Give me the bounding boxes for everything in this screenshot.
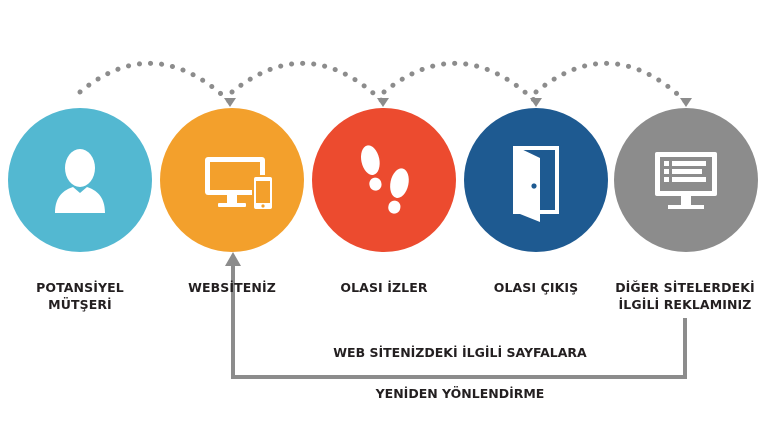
step-label-line2: İLGİLİ REKLAMINIZ bbox=[618, 297, 752, 312]
footprints-icon bbox=[360, 145, 409, 214]
dotted-arc-4-5 bbox=[533, 60, 689, 105]
circle-olasi-izler bbox=[312, 108, 456, 252]
step-label-line1: WEBSİTENİZ bbox=[188, 280, 276, 295]
step-label-line1: OLASI ÇIKIŞ bbox=[493, 280, 579, 295]
dotted-arcs bbox=[77, 60, 689, 105]
redirect-arrowhead bbox=[225, 252, 241, 266]
desktop-phone-icon bbox=[205, 157, 274, 211]
arc-arrowheads bbox=[224, 98, 692, 107]
redirect-connector bbox=[225, 252, 687, 379]
arc-arrowhead-3 bbox=[377, 98, 389, 107]
step-label-line1: DİĞER SİTELERDEKİ bbox=[615, 280, 755, 295]
redirect-label-line1: WEB SİTENİZDEKİ İLGİLİ SAYFALARA bbox=[333, 345, 587, 360]
step-label-line1: POTANSİYEL bbox=[36, 280, 124, 295]
step-label-olasi-cikis: OLASI ÇIKIŞ bbox=[456, 279, 616, 296]
dotted-arc-3-4 bbox=[381, 60, 539, 105]
door-icon bbox=[513, 146, 559, 222]
step-label-websiteniz: WEBSİTENİZ bbox=[152, 279, 312, 296]
step-label-diger-siteler: DİĞER SİTELERDEKİ İLGİLİ REKLAMINIZ bbox=[600, 279, 768, 313]
person-icon bbox=[55, 149, 105, 213]
arc-arrowhead-2 bbox=[224, 98, 236, 107]
monitor-list-icon bbox=[655, 152, 717, 209]
step-label-olasi-izler: OLASI İZLER bbox=[304, 279, 464, 296]
arc-arrowhead-5 bbox=[680, 98, 692, 107]
dotted-arc-2-3 bbox=[229, 60, 386, 105]
step-label-line2: MÜTŞERİ bbox=[48, 297, 112, 312]
step-label-line1: OLASI İZLER bbox=[340, 280, 428, 295]
step-label-potansiyel-musteri: POTANSİYEL MÜTŞERİ bbox=[0, 279, 160, 313]
arc-arrowhead-4 bbox=[530, 98, 542, 107]
redirect-label-line2: YENİDEN YÖNLENDİRME bbox=[375, 386, 545, 401]
redirect-line bbox=[231, 262, 687, 379]
dotted-arc-1-2 bbox=[77, 60, 233, 105]
